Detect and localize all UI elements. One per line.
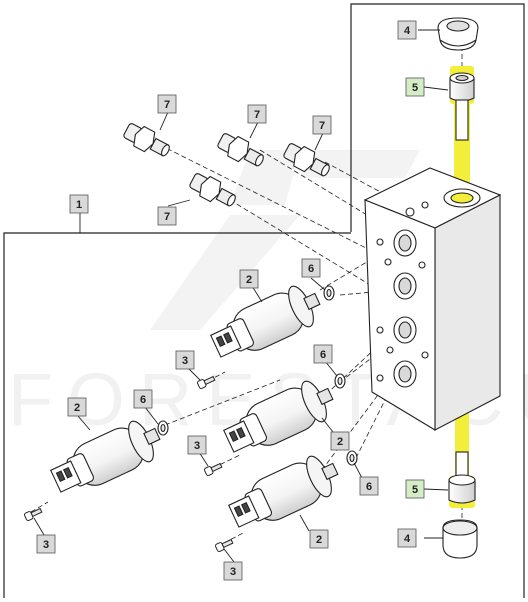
solenoid-b: [223, 380, 334, 453]
callout-7-c: 7: [312, 115, 332, 135]
callout-3-c: 3: [36, 534, 56, 554]
callout-number: 1: [76, 199, 82, 211]
screws: [24, 375, 234, 553]
fitting-c: [283, 143, 330, 177]
callout-5-top: 5: [405, 77, 425, 97]
callout-number: 2: [337, 436, 343, 448]
callout-box: [223, 561, 243, 581]
callout-6-a: 6: [301, 258, 321, 278]
callout-2-c: 2: [330, 431, 350, 451]
callout-3-d: 3: [223, 561, 243, 581]
callout-number: 3: [182, 355, 188, 367]
callout-number: 4: [404, 533, 411, 545]
callout-box: [67, 397, 87, 417]
solenoids: [50, 285, 339, 528]
fitting-b: [217, 133, 264, 167]
callout-labels: 4 5 7 7 7 7 1 2 6 3 6 2 6 3 2 6 5 3 2 4 3: [36, 20, 425, 581]
callout-box: [247, 104, 267, 124]
callout-number: 6: [308, 263, 314, 275]
callout-number: 4: [404, 25, 411, 37]
fitting-a: [123, 123, 170, 157]
callout-number: 6: [140, 394, 146, 406]
plug-bottom: [442, 519, 478, 559]
callout-number: 5: [412, 82, 418, 94]
valve-block: [363, 167, 502, 431]
callout-number: 2: [246, 274, 252, 286]
callout-box: [301, 258, 321, 278]
callout-6-c: 6: [133, 389, 153, 409]
fittings: [123, 123, 330, 207]
bolt-top: [449, 72, 475, 141]
callout-7-b: 7: [247, 104, 267, 124]
callout-number: 6: [366, 481, 372, 493]
callout-6-b: 6: [313, 344, 333, 364]
callout-2-d: 2: [309, 529, 329, 549]
callout-number: 7: [254, 109, 260, 121]
callout-box: [397, 528, 417, 548]
fitting-d: [189, 173, 236, 207]
callout-number: 3: [230, 566, 236, 578]
plug-top: [437, 17, 479, 51]
callout-number: 7: [164, 211, 170, 223]
callout-leaders: [33, 29, 449, 563]
callout-box: [69, 194, 89, 214]
callout-number: 5: [412, 484, 418, 496]
frame-valve-block: [350, 3, 525, 598]
callout-6-d: 6: [359, 476, 379, 496]
callout-number: 6: [320, 349, 326, 361]
callout-number: 7: [164, 99, 170, 111]
callout-box: [239, 269, 259, 289]
solenoid-a: [210, 285, 321, 358]
solenoid-d: [228, 455, 339, 528]
callout-number: 3: [43, 539, 49, 551]
frame-assembly-1: [3, 232, 351, 598]
callout-number: 7: [319, 120, 325, 132]
assembly-frames: [3, 3, 525, 598]
callout-1: 1: [69, 194, 89, 214]
callout-box: [309, 529, 329, 549]
bolt-bottom: [448, 451, 476, 504]
callout-2-b: 2: [67, 397, 87, 417]
callout-box: [157, 94, 177, 114]
callout-box: [187, 435, 207, 455]
callout-number: 3: [194, 440, 200, 452]
callout-number: 2: [316, 534, 322, 546]
callout-box: [359, 476, 379, 496]
callout-box: [330, 431, 350, 451]
callout-box: [405, 479, 425, 499]
callout-2-a: 2: [239, 269, 259, 289]
callout-box: [36, 534, 56, 554]
callout-3-b: 3: [187, 435, 207, 455]
callout-box: [312, 115, 332, 135]
callout-number: 2: [74, 402, 80, 414]
callout-box: [397, 20, 417, 40]
solenoid-c: [50, 420, 161, 493]
callout-5-bottom: 5: [405, 479, 425, 499]
callout-7-d: 7: [157, 206, 177, 226]
callout-box: [405, 77, 425, 97]
callout-7-a: 7: [157, 94, 177, 114]
callout-4-bottom: 4: [397, 528, 417, 548]
callout-box: [175, 350, 195, 370]
callout-4-top: 4: [397, 20, 417, 40]
o-rings: [157, 285, 358, 466]
callout-box: [157, 206, 177, 226]
callout-box: [133, 389, 153, 409]
callout-3-a: 3: [175, 350, 195, 370]
callout-box: [313, 344, 333, 364]
